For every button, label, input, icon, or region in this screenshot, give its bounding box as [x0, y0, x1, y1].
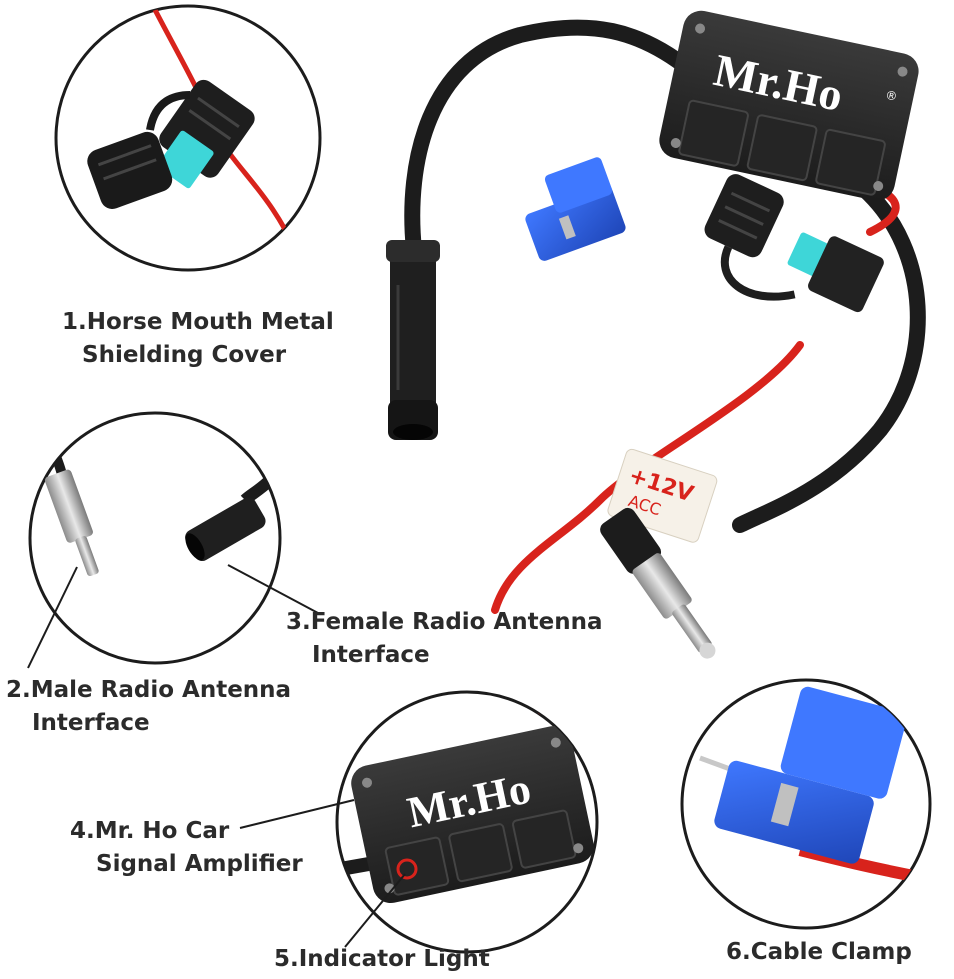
female-antenna-jack-icon — [386, 240, 440, 440]
label-indicator-light: 5.Indicator Light — [274, 943, 490, 976]
detail-circle-clamp — [680, 678, 932, 930]
cable-clamp-icon — [525, 157, 626, 261]
label-signal-amplifier-line1: 4.Mr. Ho Car — [70, 818, 230, 844]
label-cable-clamp-line1: 6.Cable Clamp — [726, 939, 912, 965]
label-female-antenna-line2: Interface — [312, 642, 430, 668]
fuse-holder-icon — [704, 174, 884, 313]
label-signal-amplifier-line2: Signal Amplifier — [96, 851, 303, 877]
label-female-antenna-line1: 3.Female Radio Antenna — [286, 609, 603, 635]
indicator-light-icon — [396, 858, 418, 880]
label-indicator-light-line1: 5.Indicator Light — [274, 946, 490, 972]
registered-mark: ® — [884, 88, 899, 104]
amplifier-box-icon: Mr.Ho ® — [659, 10, 919, 201]
main-product-group: Mr.Ho ® +12V ACC — [386, 10, 926, 659]
label-shielding-cover: 1.Horse Mouth Metal Shielding Cover — [62, 306, 334, 372]
label-male-antenna-line2: Interface — [32, 710, 150, 736]
label-signal-amplifier: 4.Mr. Ho Car Signal Amplifier — [70, 815, 303, 881]
label-male-antenna-interface: 2.Male Radio Antenna Interface — [6, 674, 291, 740]
label-female-antenna-interface: 3.Female Radio Antenna Interface — [286, 606, 603, 672]
detail-circle-amplifier: Mr.Ho — [335, 690, 599, 954]
label-male-antenna-line1: 2.Male Radio Antenna — [6, 677, 292, 703]
label-shielding-cover-line1: 1.Horse Mouth Metal — [62, 309, 334, 335]
leader-lines — [27, 564, 406, 948]
detail-circle-plugs — [28, 411, 282, 665]
label-cable-clamp: 6.Cable Clamp — [726, 936, 912, 969]
detail-circle-fuse — [54, 4, 322, 272]
male-antenna-plug-icon — [600, 507, 716, 659]
label-shielding-cover-line2: Shielding Cover — [82, 342, 287, 368]
